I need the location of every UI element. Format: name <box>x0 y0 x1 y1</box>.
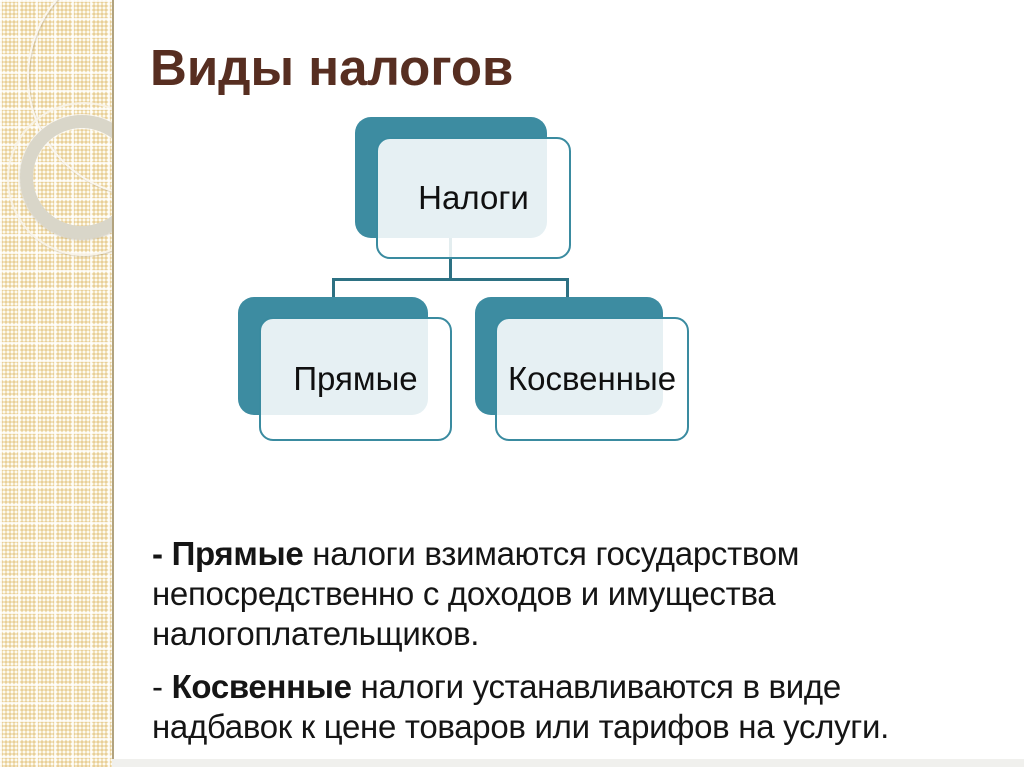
indirect-definition-text: налоги устанавливаются в виде надбавок к… <box>152 668 890 745</box>
bottom-edge-strip <box>112 759 1024 767</box>
direct-definition-text: налоги взимаются государством непосредст… <box>152 535 800 652</box>
indirect-term-bold: Косвенные <box>171 668 352 705</box>
direct-term-bold: - Прямые <box>152 535 304 572</box>
node-direct-label: Прямые <box>259 317 452 441</box>
tax-types-diagram: Налоги Прямые Косвенные <box>238 117 689 441</box>
page-title: Виды налогов <box>150 39 514 96</box>
definition-indirect-taxes: - Косвенные налоги устанавливаются в вид… <box>152 667 947 747</box>
indirect-dash: - <box>152 668 172 705</box>
connector-left-vertical <box>332 278 335 304</box>
node-direct: Прямые <box>238 297 452 441</box>
connector-horizontal <box>332 278 569 281</box>
definition-direct-taxes: - Прямые налоги взимаются государством н… <box>152 534 947 654</box>
connector-right-vertical <box>566 278 569 304</box>
node-taxes: Налоги <box>355 117 571 259</box>
node-taxes-label: Налоги <box>376 137 571 259</box>
node-indirect: Косвенные <box>475 297 689 441</box>
node-indirect-label: Косвенные <box>495 317 689 441</box>
definitions-text-block: - Прямые налоги взимаются государством н… <box>152 534 947 760</box>
sidebar-decoration <box>0 0 114 767</box>
